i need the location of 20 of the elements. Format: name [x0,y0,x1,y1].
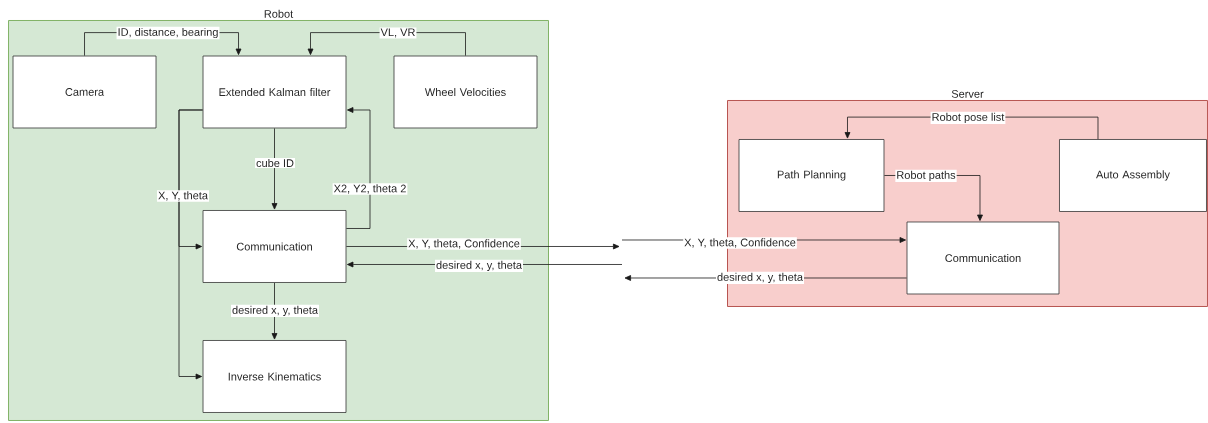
process-box: Inverse Kinematics [202,340,347,413]
node-label: Robot [264,9,294,18]
arrow [271,282,278,340]
process-box: Wheel Velocities [393,55,538,129]
process-box: Path Planning [738,139,885,212]
process-box: Communication [906,221,1060,295]
edge-label: VL, VR [379,27,417,39]
process-box: Auto Assembly [1059,139,1207,212]
edge-label: X2, Y2, theta 2 [332,183,408,195]
edge-label: X, Y, theta, Confidence [683,237,797,249]
edge-label: cube ID [255,157,295,169]
edge-label: X, Y, theta, Confidence [407,238,521,250]
arrow [346,107,371,229]
process-box: Communication [202,210,347,283]
edge-label: X, Y, theta [157,190,209,202]
node-label: Server [951,90,984,98]
process-box: Extended Kalman filter [202,55,347,129]
arrow [178,109,203,380]
process-box: Camera [12,55,157,129]
arrow [271,128,278,210]
